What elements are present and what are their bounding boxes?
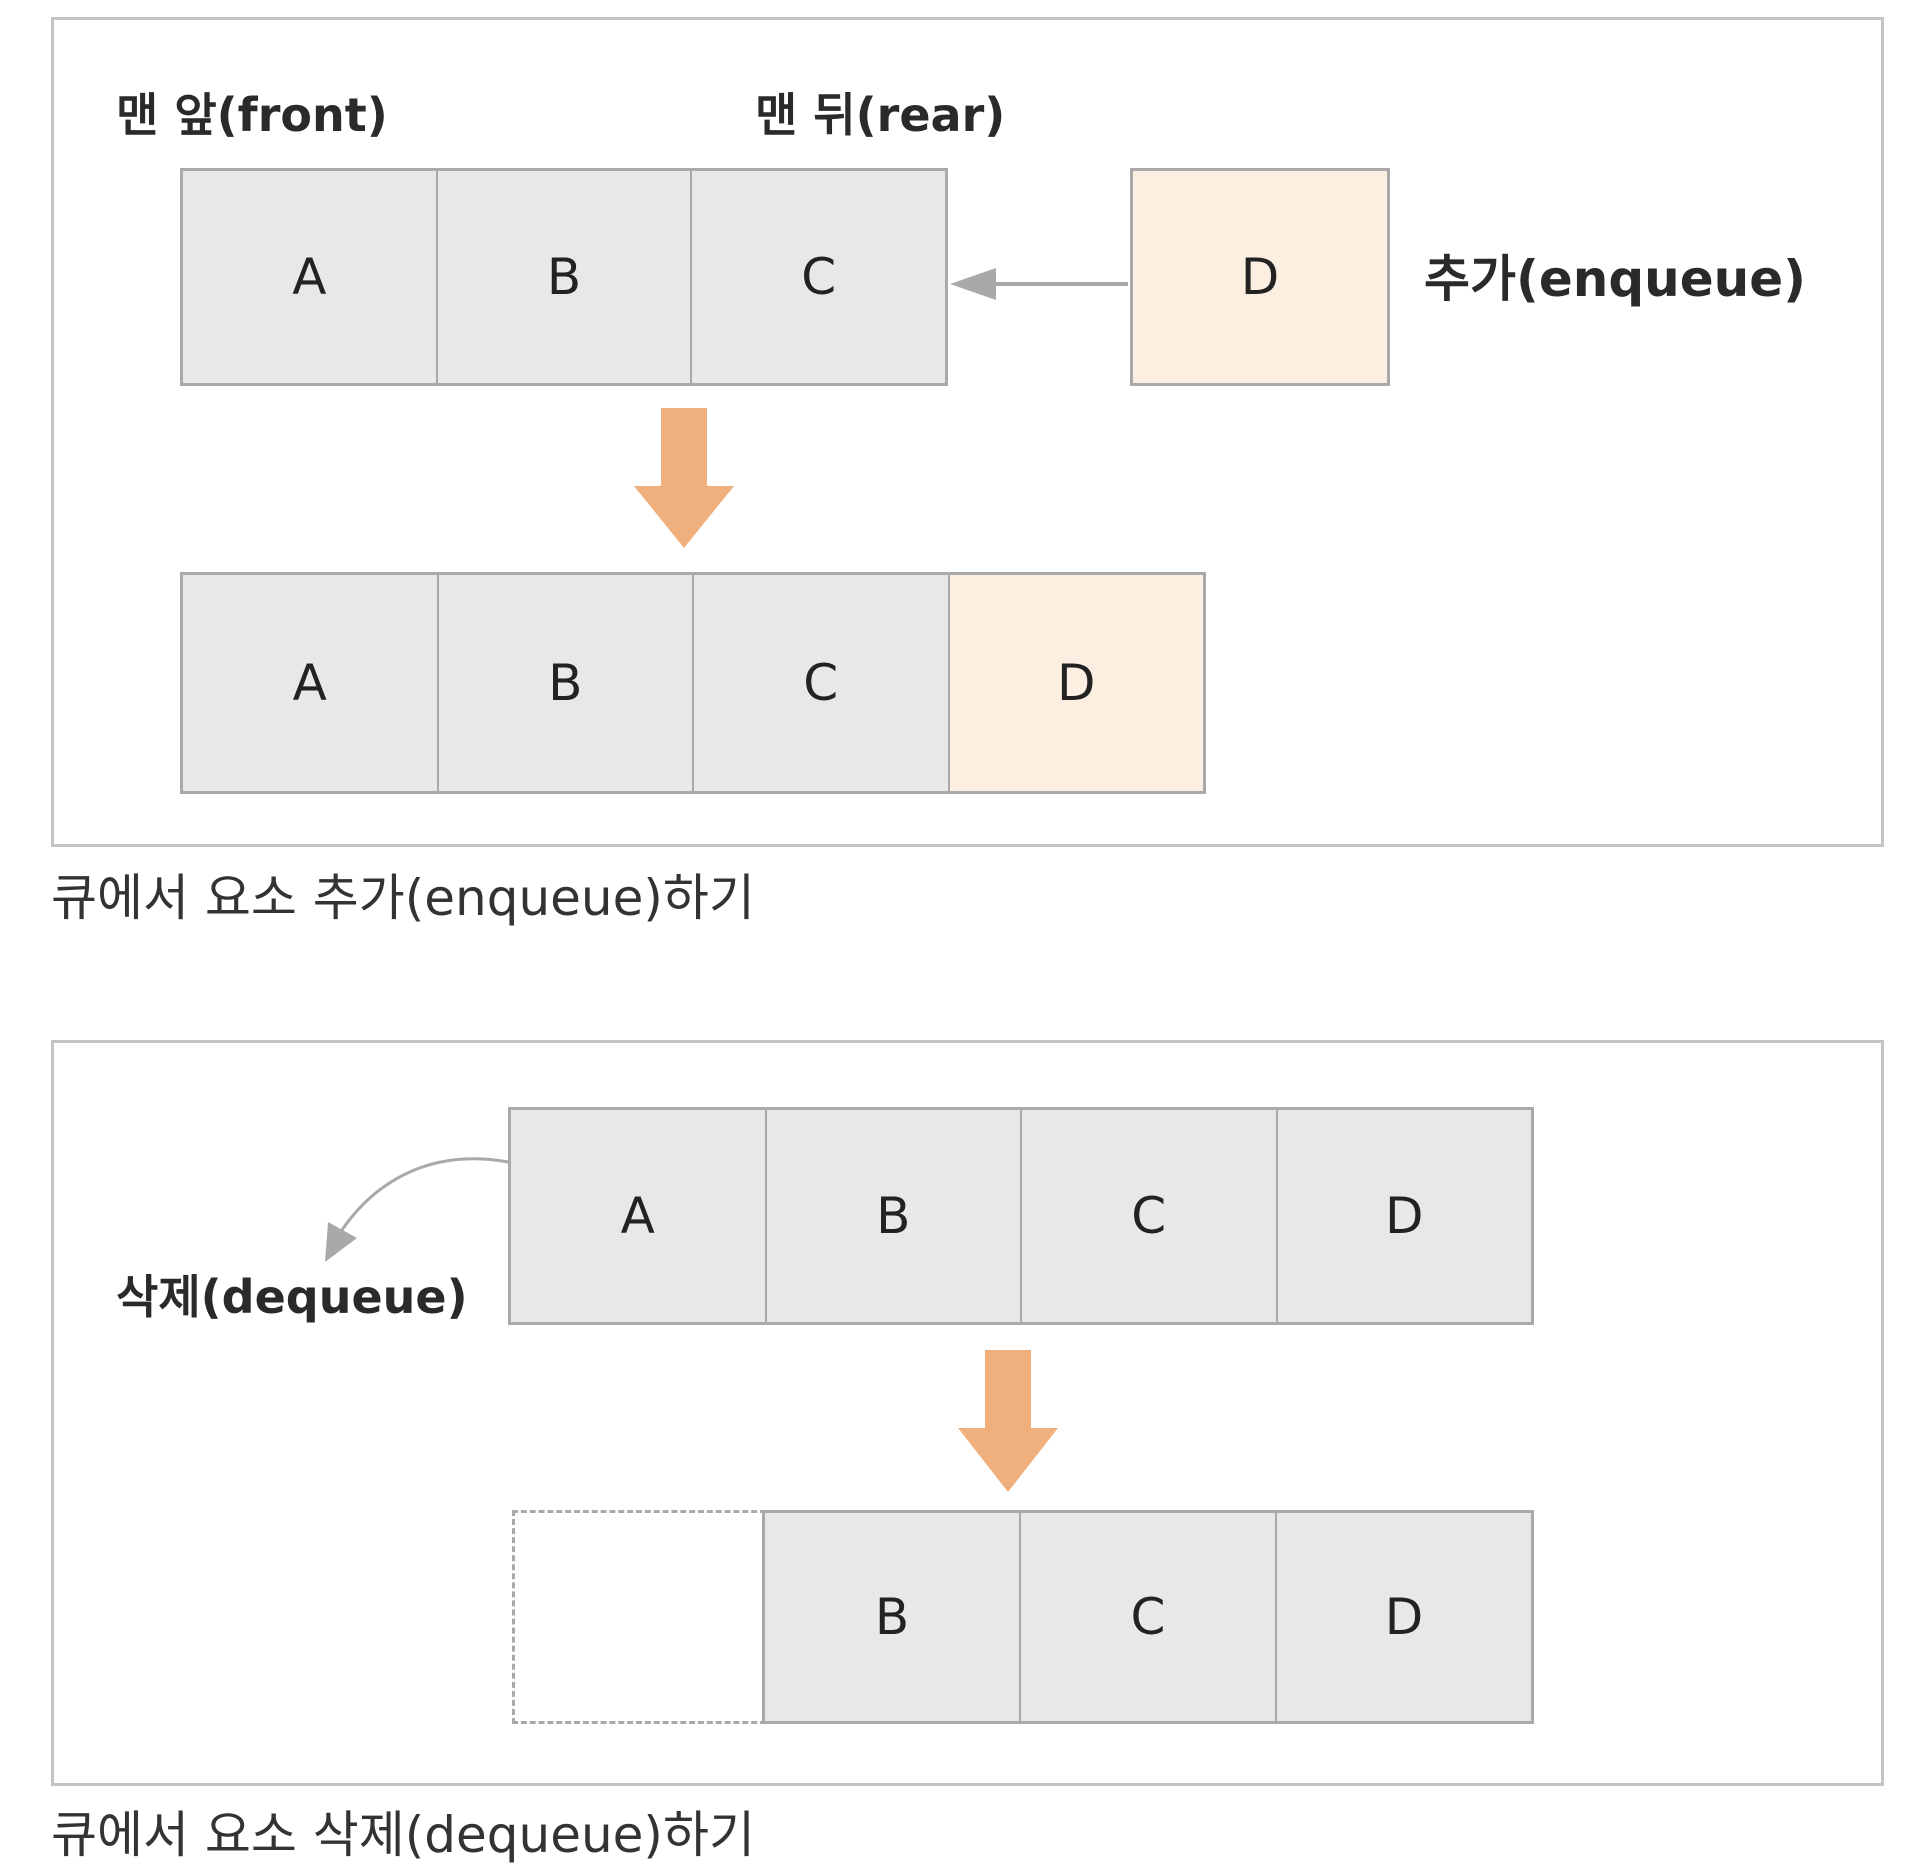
dequeue-curved-arrow-icon: [325, 1157, 509, 1262]
incoming-element-box: D: [1130, 168, 1390, 386]
enqueue-label: 추가(enqueue): [1424, 250, 1807, 308]
enqueue-caption: 큐에서 요소 추가(enqueue)하기: [51, 869, 755, 927]
queue-after-enqueue: A B C D: [180, 572, 1206, 794]
queue-cell: B: [765, 1513, 1019, 1721]
front-label: 맨 앞(front): [116, 88, 388, 142]
queue-after-dequeue: B C D: [762, 1510, 1534, 1724]
dequeue-label: 삭제(dequeue): [116, 1270, 468, 1324]
queue-cell: C: [690, 171, 946, 383]
queue-cell: A: [183, 171, 436, 383]
queue-before-enqueue: A B C: [180, 168, 948, 386]
dequeue-caption: 큐에서 요소 삭제(dequeue)하기: [51, 1806, 755, 1864]
queue-cell: D: [1275, 1110, 1531, 1322]
dequeue-result-down-arrow-icon: [958, 1350, 1058, 1492]
queue-cell: A: [511, 1110, 765, 1322]
queue-cell: C: [692, 575, 948, 791]
queue-cell: B: [435, 171, 691, 383]
queue-cell: A: [183, 575, 437, 791]
queue-cell: C: [1019, 1513, 1275, 1721]
enqueue-result-down-arrow-icon: [634, 408, 734, 548]
queue-cell: B: [436, 575, 692, 791]
queue-before-dequeue: A B C D: [508, 1107, 1534, 1325]
enqueue-direction-arrow-icon: [950, 268, 1128, 300]
queue-cell-new: D: [947, 575, 1203, 791]
queue-cell: B: [764, 1110, 1020, 1322]
rear-label: 맨 뒤(rear): [755, 88, 1006, 142]
queue-cell: D: [1275, 1513, 1531, 1721]
queue-cell: C: [1020, 1110, 1276, 1322]
